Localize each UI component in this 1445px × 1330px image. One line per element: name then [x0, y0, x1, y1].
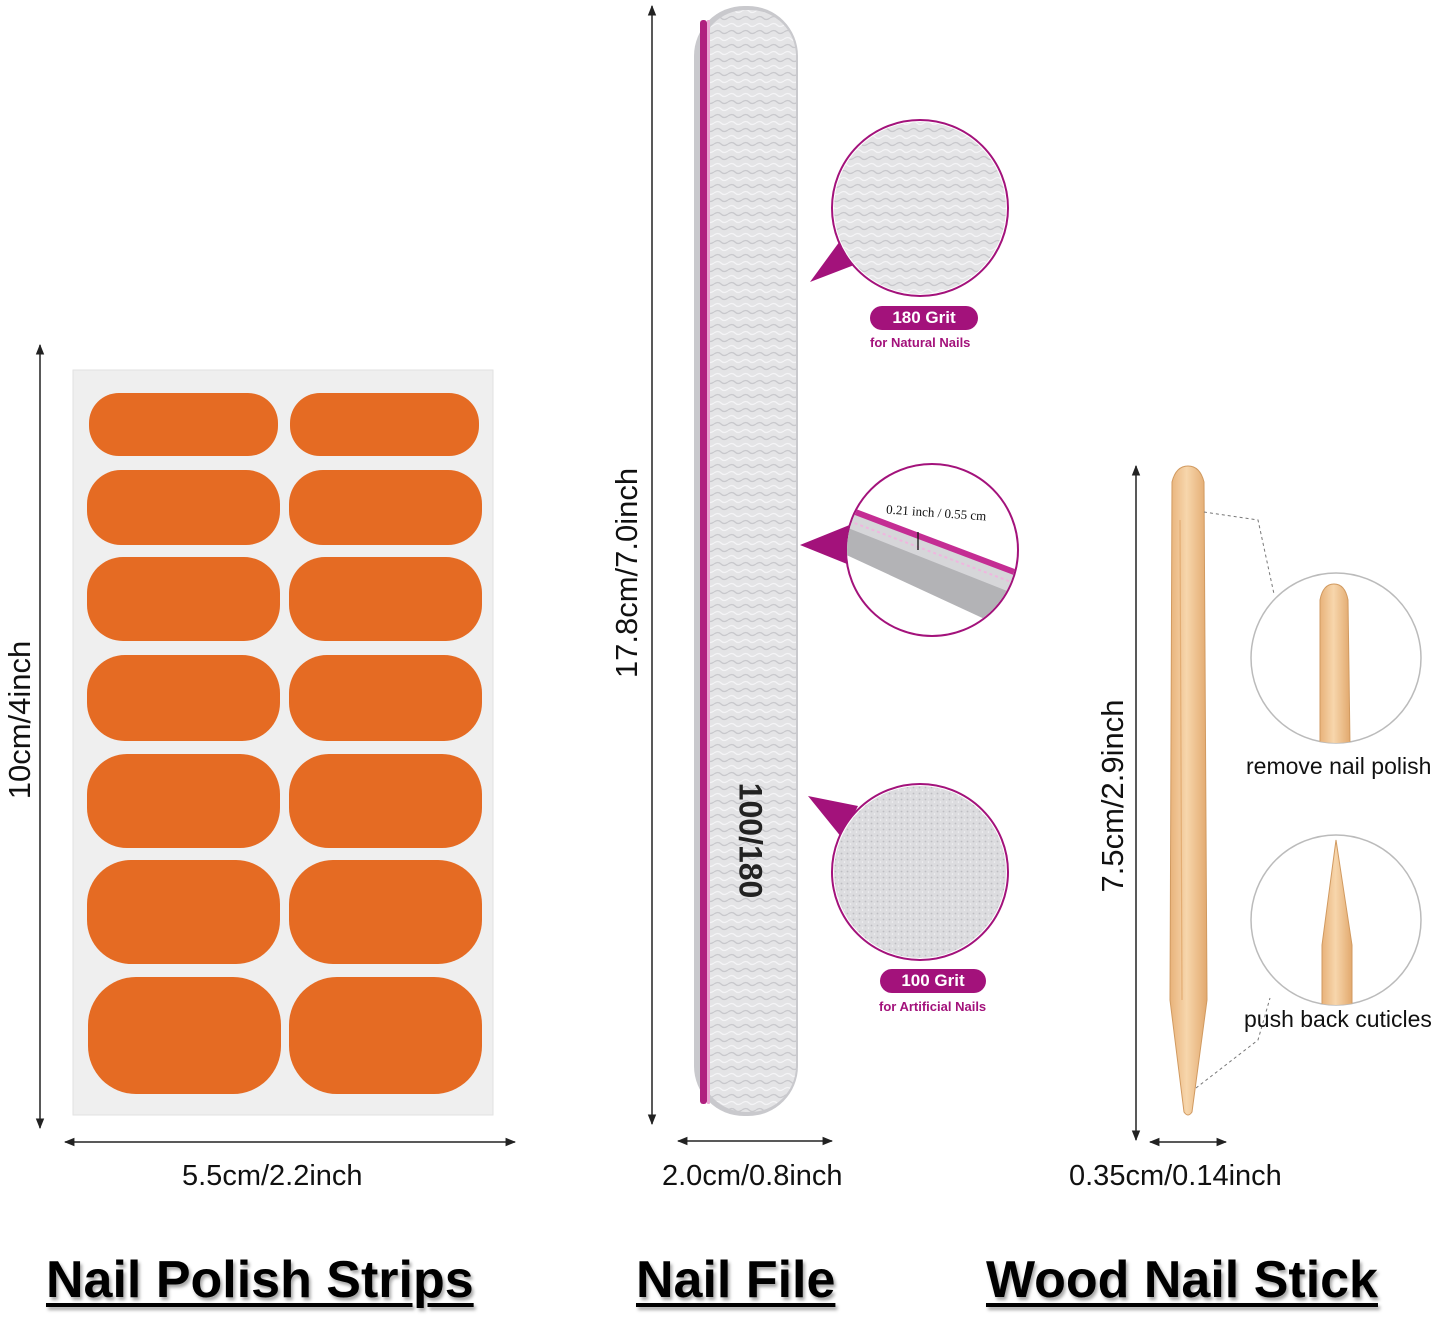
- file-height-label: 17.8cm/7.0inch: [609, 467, 644, 679]
- strip-6: [289, 557, 482, 641]
- strip-3: [87, 470, 280, 545]
- strip-9: [87, 754, 280, 848]
- strip-12: [289, 860, 482, 964]
- strips-width-label: 5.5cm/2.2inch: [182, 1160, 363, 1192]
- grit-180-badge: 180 Grit: [870, 306, 978, 330]
- strips-height-label: 10cm/4inch: [2, 640, 37, 800]
- nail-strip-sheet: [72, 369, 494, 1116]
- strip-1: [89, 393, 278, 456]
- stick-width-label: 0.35cm/0.14inch: [1069, 1160, 1282, 1192]
- file-grit-print: 100/180: [732, 782, 769, 899]
- strip-7: [87, 655, 280, 741]
- callout-pointed-end: [1250, 834, 1422, 1006]
- strips-title: Nail Polish Strips: [46, 1251, 474, 1309]
- strip-2: [290, 393, 479, 456]
- nail-file-body: [694, 6, 798, 1116]
- stick-title: Wood Nail Stick: [986, 1251, 1378, 1309]
- file-width-label: 2.0cm/0.8inch: [662, 1160, 843, 1192]
- strip-4: [289, 470, 482, 545]
- strip-13: [88, 977, 281, 1094]
- callout-rounded-end: [1250, 572, 1422, 744]
- remove-polish-label: remove nail polish: [1246, 753, 1432, 779]
- strip-14: [289, 977, 482, 1094]
- strip-8: [289, 655, 482, 741]
- stick-height-label: 7.5cm/2.9inch: [1095, 699, 1130, 893]
- grit-100-badge: 100 Grit: [880, 969, 986, 993]
- callout-thickness: [800, 463, 1019, 637]
- strip-5: [87, 557, 280, 641]
- strip-10: [289, 754, 482, 848]
- callout-100-grit: [808, 783, 1009, 961]
- wood-stick-body: [1169, 465, 1208, 1116]
- push-cuticles-label: push back cuticles: [1244, 1006, 1432, 1032]
- strip-11: [87, 860, 280, 964]
- callout-180-grit: [810, 119, 1009, 297]
- grit-100-desc: for Artificial Nails: [879, 999, 987, 1014]
- grit-180-desc: for Natural Nails: [870, 335, 971, 350]
- file-title: Nail File: [636, 1251, 836, 1309]
